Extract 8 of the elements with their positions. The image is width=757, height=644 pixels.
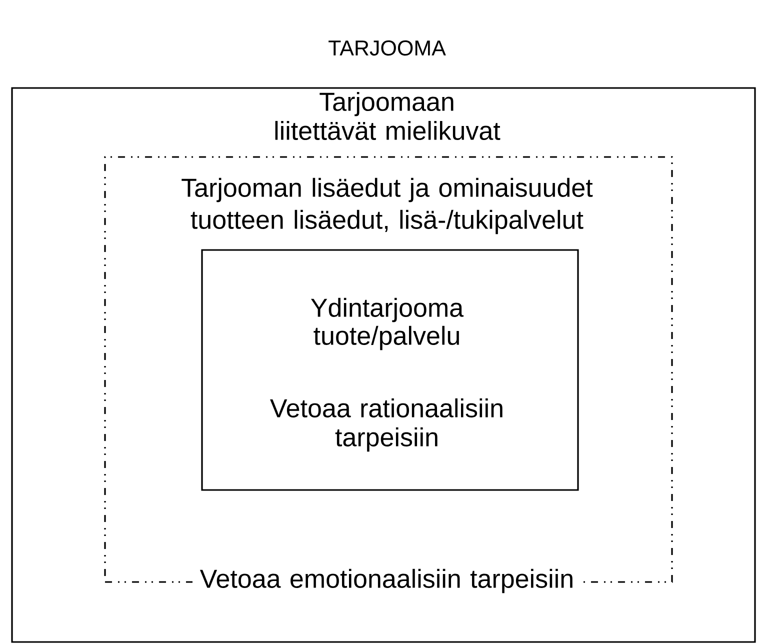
box-text: tuotteen lisäedut, lisä-/tukipalvelut — [190, 210, 584, 234]
box-text: tuote/palvelu — [314, 326, 459, 350]
box-text: Vetoaa emotionaalisiin tarpeisiin — [192, 566, 582, 596]
box-text: Vetoaa rationaalisiin tarpeisiin — [270, 398, 502, 452]
box-text: Tarjoomaan liitettävät mielikuvat — [275, 92, 500, 140]
title: TARJOOMA — [328, 40, 446, 56]
box-text: Tarjooman lisäedut ja ominaisuudet — [182, 178, 593, 202]
box-text: Ydintarjooma — [310, 298, 464, 322]
